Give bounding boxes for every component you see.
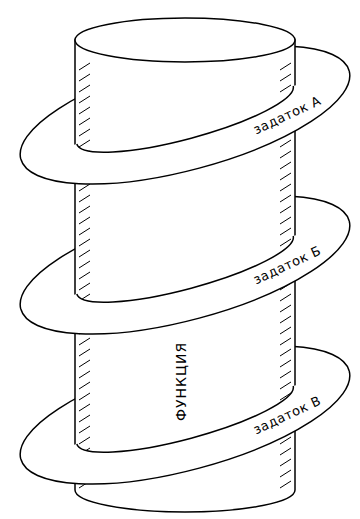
function-label: ФУНКЦИЯ <box>174 339 189 421</box>
ring-fronts <box>21 71 360 512</box>
cylinder-node: ФУНКЦИЯ <box>174 339 190 421</box>
